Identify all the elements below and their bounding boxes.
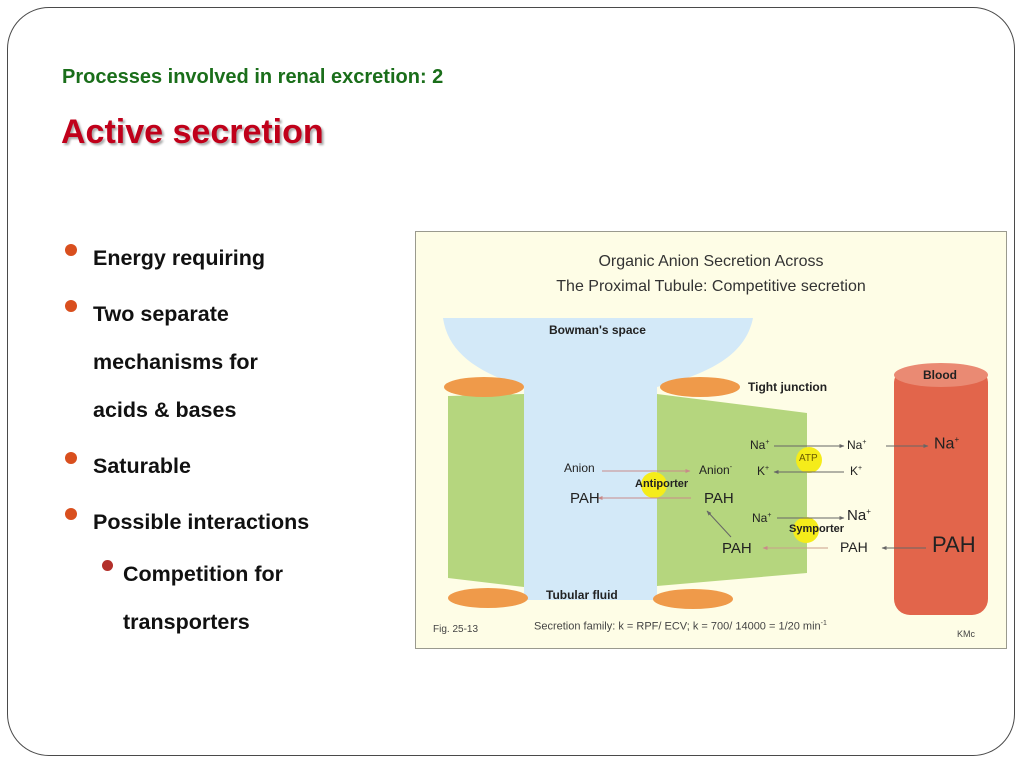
plus-sign: + (765, 439, 770, 446)
tight-junction-bottom-right (653, 589, 733, 609)
pah-cell-bottom-label: PAH (722, 540, 752, 557)
diagram-graphics (443, 318, 988, 615)
left-cell-shape (448, 394, 524, 587)
plus-sign: + (954, 435, 960, 444)
slide-frame (7, 7, 1015, 756)
bullet-list: Energy requiring Two separate mechanisms… (62, 234, 373, 646)
caption-text: Secretion family: k = RPF/ ECV; k = 700/… (534, 620, 821, 633)
na-text: Na (752, 511, 768, 525)
antiporter-circle (641, 472, 667, 498)
tubular-fluid-label: Tubular fluid (546, 588, 618, 602)
bullet-dot-icon (65, 244, 77, 256)
plus-sign: + (862, 439, 867, 446)
caption-exponent: -1 (820, 620, 827, 627)
pah-blood-label: PAH (932, 532, 976, 557)
na-interstitial-top-label: Na+ (847, 438, 866, 452)
pah-interstitial-label: PAH (840, 539, 868, 555)
bullet-dot-icon (65, 300, 77, 312)
plus-sign: + (858, 465, 863, 472)
diagram-title-line1: Organic Anion Secretion Across (598, 253, 824, 270)
bullet-item: Two separate mechanisms for acids & base… (62, 290, 373, 434)
symporter-circle (793, 517, 819, 543)
plus-sign: + (765, 465, 770, 472)
bullet-text: Two separate mechanisms for acids & base… (93, 302, 258, 422)
k-text: K (850, 464, 859, 478)
na-text: Na (750, 438, 766, 452)
tight-junction-top-left (444, 377, 524, 397)
blood-label: Blood (923, 368, 957, 382)
k-cell-label: K+ (757, 464, 769, 478)
right-cell-shape (657, 394, 807, 586)
bullet-dot-icon (65, 508, 77, 520)
bullet-item: Energy requiring (62, 234, 373, 282)
bullet-item: Saturable (62, 442, 373, 490)
na-blood-label: Na+ (934, 435, 959, 453)
na-text: Na (847, 507, 867, 524)
blood-vessel-top (894, 363, 988, 387)
tight-junction-label: Tight junction (748, 380, 828, 394)
na-text: Na (847, 438, 863, 452)
atp-pump-circle (796, 447, 822, 473)
k-text: K (757, 464, 766, 478)
slide-subtitle: Processes involved in renal excretion: 2 (62, 66, 444, 88)
diagram-title-line2: The Proximal Tubule: Competitive secreti… (556, 278, 866, 295)
bullet-text: Saturable (93, 454, 191, 478)
bowmans-space-label: Bowman's space (549, 323, 646, 337)
bullet-dot-icon (65, 452, 77, 464)
diagram-credit: KMc (957, 629, 975, 639)
slide-title: Active secretion (61, 113, 324, 151)
anion-charge: - (729, 464, 733, 471)
na-cell-top-label: Na+ (750, 438, 769, 452)
bowmans-space-shape (443, 318, 753, 600)
figure-reference: Fig. 25-13 (433, 624, 479, 635)
blood-vessel (894, 367, 988, 615)
secretion-diagram: Organic Anion Secretion Across The Proxi… (415, 231, 1007, 649)
pah-lumen-label: PAH (570, 490, 600, 507)
bullet-item: Possible interactions (62, 498, 373, 546)
anion-lumen-label: Anion (564, 461, 595, 475)
bullet-text: Possible interactions (93, 510, 310, 534)
anion-cell-label: Anion- (699, 463, 732, 477)
na-interstitial-bottom-label: Na+ (847, 507, 871, 524)
bullet-text: Competition for transporters (123, 562, 284, 634)
anion-cell-text: Anion (699, 463, 730, 477)
plus-sign: + (866, 507, 871, 516)
symporter-label: Symporter (789, 523, 845, 535)
bullet-text: Energy requiring (93, 246, 266, 270)
antiporter-label: Antiporter (635, 478, 689, 490)
plus-sign: + (767, 512, 772, 519)
k-interstitial-label: K+ (850, 464, 862, 478)
pah-intracellular-arrow (706, 510, 732, 538)
tight-junction-bottom-left (448, 588, 528, 608)
tight-junction-top-right (660, 377, 740, 397)
pah-cell-top-label: PAH (704, 490, 734, 507)
atp-label: ATP (799, 453, 818, 464)
sub-bullet-dot-icon (102, 560, 113, 571)
na-text: Na (934, 435, 955, 453)
na-cell-bottom-label: Na+ (752, 511, 771, 525)
sub-bullet-item: Competition for transporters (62, 550, 373, 646)
diagram-caption: Secretion family: k = RPF/ ECV; k = 700/… (534, 620, 827, 633)
